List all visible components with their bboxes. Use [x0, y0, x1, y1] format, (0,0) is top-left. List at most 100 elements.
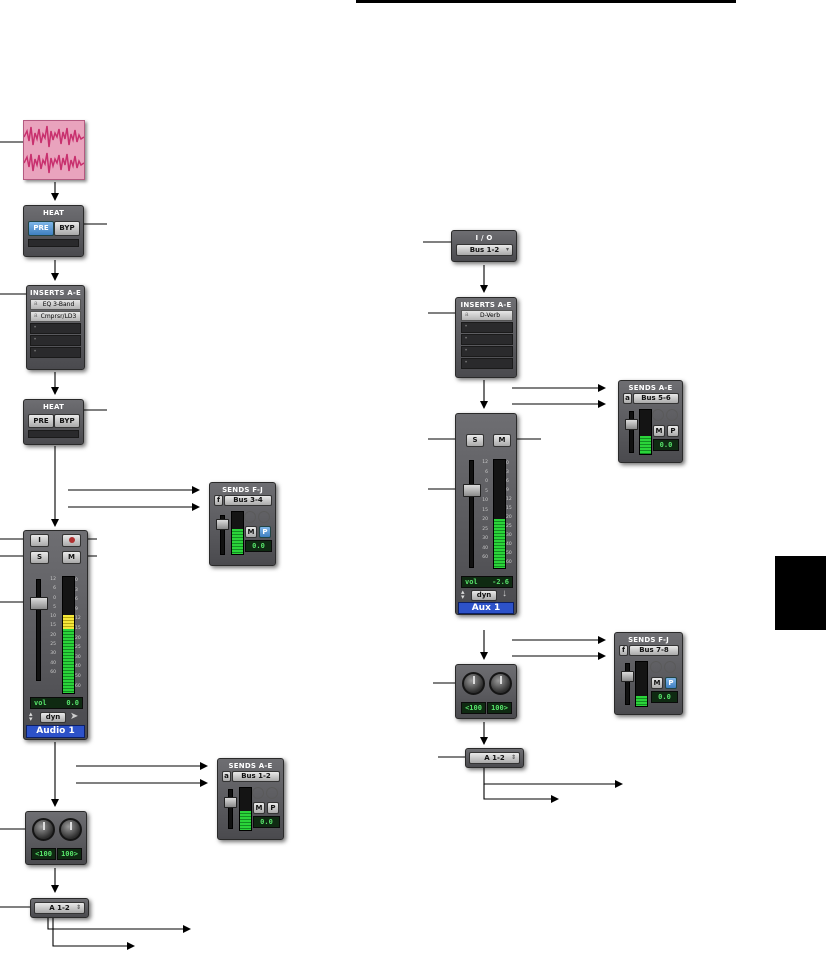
- automation-mode-selector[interactable]: dyn: [40, 712, 66, 723]
- solo-button[interactable]: S: [30, 551, 49, 564]
- send-marker: f: [619, 645, 628, 656]
- send-fader-track: [228, 789, 233, 829]
- send-level-readout[interactable]: 0.0: [653, 439, 679, 451]
- insert-slot[interactable]: •: [461, 346, 513, 357]
- send-fader[interactable]: [216, 519, 229, 530]
- pan-right-knob-icon[interactable]: [59, 818, 82, 841]
- level-meter: [62, 576, 75, 694]
- send-bus-selector[interactable]: Bus 7-8: [629, 645, 679, 656]
- send-fader[interactable]: [621, 671, 634, 682]
- mute-button[interactable]: M: [493, 434, 511, 447]
- send-mute-button[interactable]: M: [253, 802, 265, 814]
- send-bus-selector[interactable]: Bus 3-4: [224, 495, 272, 506]
- insert-slot[interactable]: •: [30, 347, 81, 358]
- pan-left-readout[interactable]: <100: [31, 848, 56, 860]
- track-name[interactable]: Aux 1: [458, 602, 514, 614]
- send-level-readout[interactable]: 0.0: [253, 816, 280, 828]
- volume-fader[interactable]: [463, 484, 481, 497]
- automation-mode-selector[interactable]: dyn: [471, 590, 497, 601]
- send-pre-button[interactable]: P: [665, 677, 677, 689]
- output-selector[interactable]: A 1-2 ⇕: [34, 902, 85, 914]
- sends-ae-title: SENDS A-E: [628, 384, 673, 392]
- send-pan-knob-icon[interactable]: [266, 787, 278, 799]
- send-bus-selector[interactable]: Bus 1-2: [232, 771, 280, 782]
- sends-ae-title: SENDS A-E: [228, 762, 273, 770]
- heat-post-drive-bar[interactable]: [28, 430, 79, 438]
- pan-left-knob-icon[interactable]: [32, 818, 55, 841]
- track-name[interactable]: Audio 1: [26, 725, 85, 738]
- output-label: A 1-2: [49, 904, 70, 912]
- vol-label: vol: [34, 699, 47, 707]
- pan-left-readout[interactable]: <100: [461, 702, 486, 714]
- output-selector[interactable]: A 1-2 ⇕: [469, 752, 520, 764]
- solo-button[interactable]: S: [466, 434, 484, 447]
- send-pan-knob-icon[interactable]: [652, 409, 664, 421]
- send-level-readout[interactable]: 0.0: [651, 691, 678, 703]
- heat-pre-button[interactable]: PRE: [28, 414, 54, 428]
- audio-region-waveform: [23, 120, 85, 180]
- chapter-tab: [775, 556, 826, 630]
- volume-readout[interactable]: vol -2.6: [461, 576, 513, 588]
- output-arrow: [52, 916, 135, 950]
- send-pan-knob-icon[interactable]: [258, 511, 270, 523]
- send-fader[interactable]: [625, 419, 638, 430]
- insert-slot[interactable]: •: [461, 334, 513, 345]
- send-fader[interactable]: [224, 797, 237, 808]
- inserts-title: INSERTS A-E: [460, 301, 512, 309]
- pan-left-knob-icon[interactable]: [462, 672, 485, 695]
- record-enable-button[interactable]: [62, 534, 81, 547]
- insert-slot[interactable]: •: [461, 322, 513, 333]
- heat-pre-drive-bar[interactable]: [28, 239, 79, 247]
- heat-bypass-button[interactable]: BYP: [54, 414, 80, 428]
- group-icon[interactable]: ➤: [70, 711, 79, 722]
- heat-pre-button[interactable]: PRE: [28, 221, 54, 236]
- send-pre-button[interactable]: P: [267, 802, 279, 814]
- volume-readout[interactable]: vol 0.0: [30, 697, 83, 709]
- heat-pre-title: HEAT: [42, 209, 65, 217]
- io-panel: I / O Bus 1-2 ▾: [451, 230, 517, 262]
- sends-fj-panel: SENDS F-J f Bus 7-8 M P 0.0: [614, 632, 683, 715]
- send-pan-knob-icon[interactable]: [244, 511, 256, 523]
- input-selector[interactable]: Bus 1-2 ▾: [456, 244, 513, 256]
- send-pan-knob-icon[interactable]: [666, 409, 678, 421]
- pan-right-readout[interactable]: 100>: [487, 702, 512, 714]
- vol-value: 0.0: [66, 699, 79, 707]
- send-pre-button[interactable]: P: [259, 526, 271, 538]
- insert-slot[interactable]: •: [30, 335, 81, 346]
- output-arrow: [483, 784, 559, 803]
- send-pre-button[interactable]: P: [667, 425, 679, 437]
- send-pan-knob-icon[interactable]: [252, 787, 264, 799]
- send-meter: [231, 511, 244, 555]
- send-bus-selector[interactable]: Bus 5-6: [633, 393, 679, 404]
- send-mute-button[interactable]: M: [653, 425, 665, 437]
- volume-fader[interactable]: [30, 597, 48, 610]
- pan-right-readout[interactable]: 100>: [57, 848, 82, 860]
- send-level-readout[interactable]: 0.0: [245, 540, 272, 552]
- send-mute-button[interactable]: M: [651, 677, 663, 689]
- input-monitor-button[interactable]: I: [30, 534, 49, 547]
- mute-button[interactable]: M: [62, 551, 81, 564]
- vol-value: -2.6: [492, 578, 509, 586]
- send-mute-button[interactable]: M: [245, 526, 257, 538]
- send-pan-knob-icon[interactable]: [650, 661, 662, 673]
- heat-pre-panel: HEAT PRE BYP: [23, 205, 84, 257]
- send-pan-knob-icon[interactable]: [664, 661, 676, 673]
- output-label: A 1-2: [484, 754, 505, 762]
- heat-bypass-button[interactable]: BYP: [54, 221, 80, 236]
- automation-stepper-icon[interactable]: ▴▾: [461, 589, 465, 601]
- automation-stepper-icon[interactable]: ▴▾: [29, 711, 33, 723]
- down-arrow-icon[interactable]: ↓: [502, 588, 507, 599]
- send-marker: f: [214, 495, 223, 506]
- pan-right-knob-icon[interactable]: [489, 672, 512, 695]
- output-arrows-icon: ⇕: [75, 904, 81, 911]
- insert-slot[interactable]: •: [461, 358, 513, 369]
- insert-slot[interactable]: •: [30, 323, 81, 334]
